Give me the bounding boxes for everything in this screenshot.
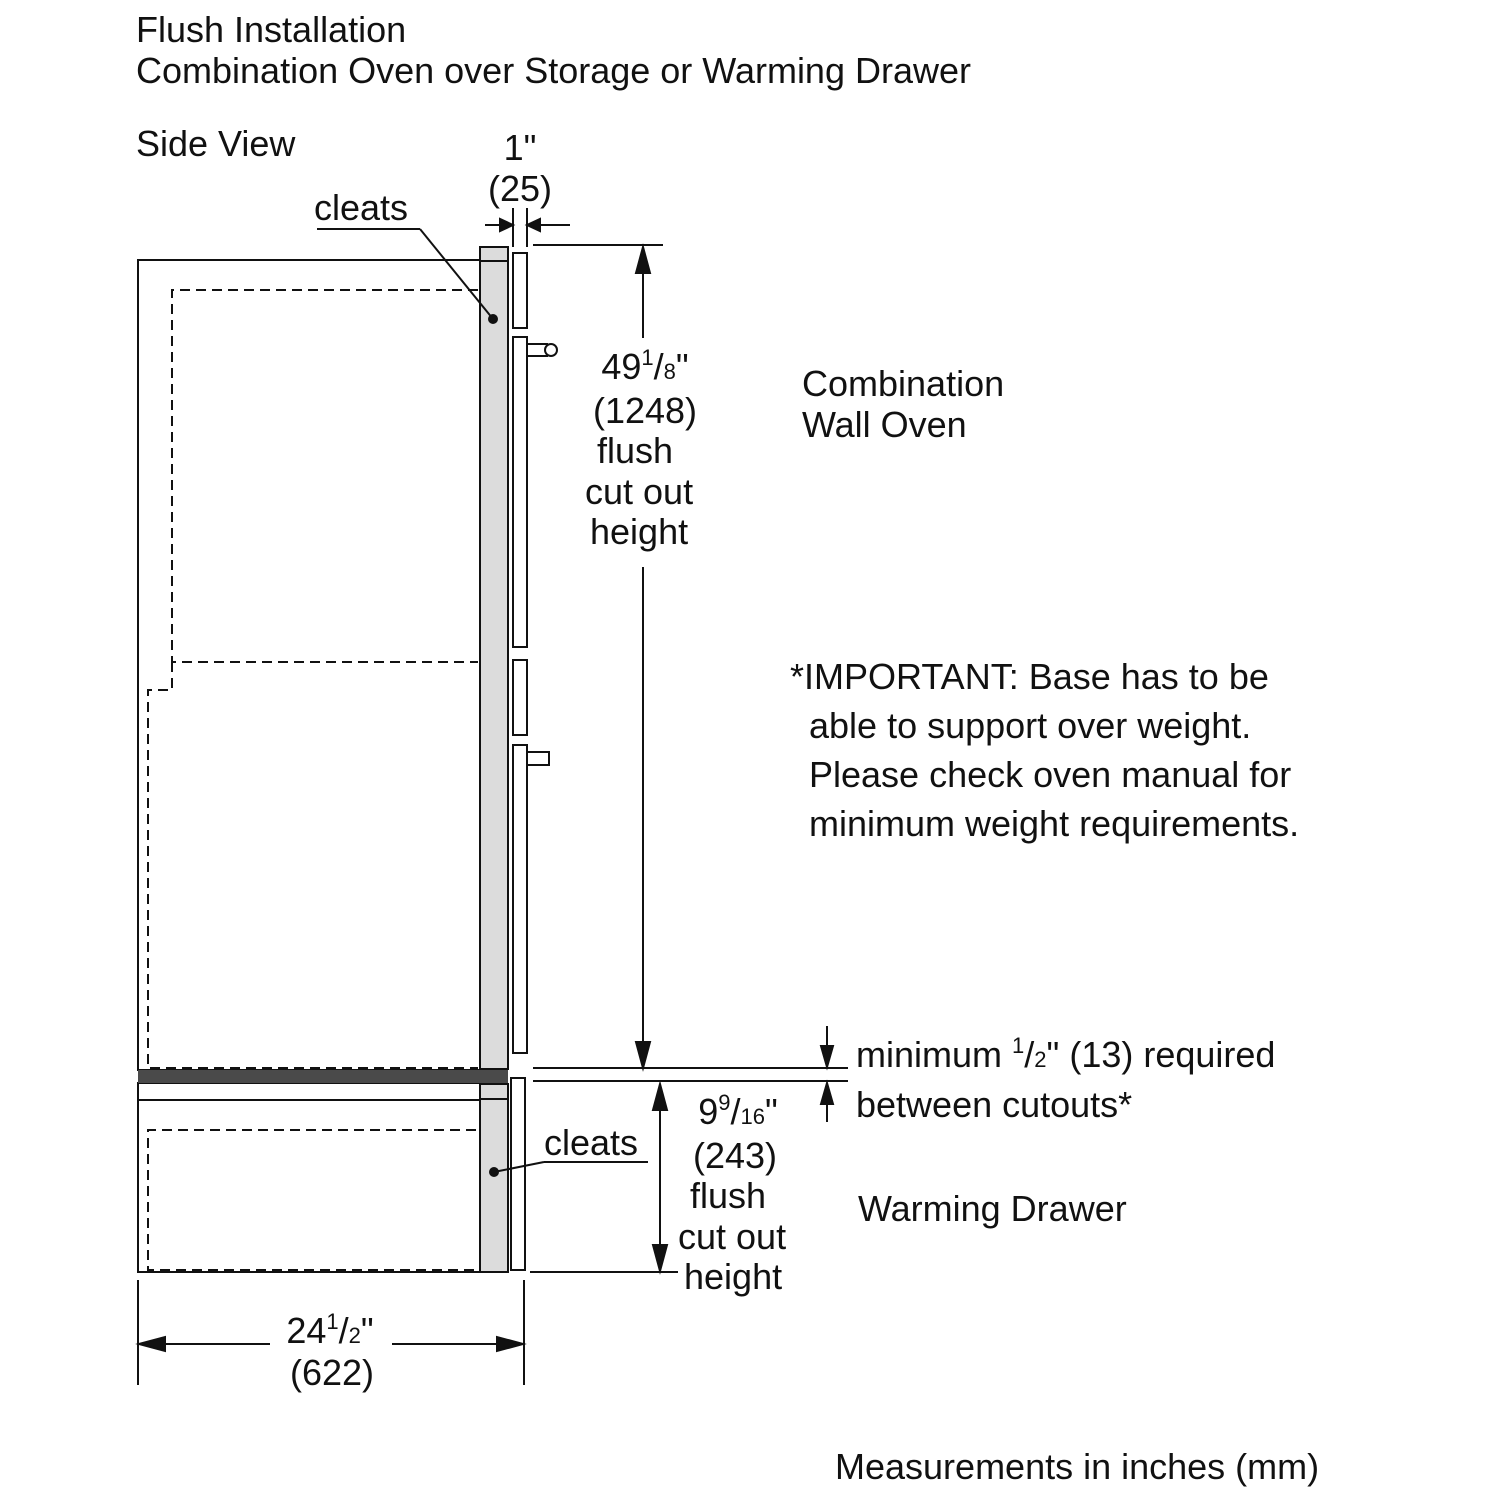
oven-cutout-caption-3: height [590,511,689,552]
arrow-up-gap [819,1079,835,1105]
view-label: Side View [136,123,296,164]
drawer-cutout-caption-3: height [684,1256,783,1297]
oven-body-dashed [171,289,478,663]
drawer-cutout-caption-1: flush [690,1175,767,1216]
drawer-door [510,1077,526,1271]
cabinet-lower-outline [137,1082,480,1273]
door-middle-panel [512,659,528,736]
important-note-line-1: *IMPORTANT: Base has to be [790,656,1269,697]
oven-front-panel [479,246,509,1070]
arrow-up-drawer [651,1080,669,1111]
units-note: Measurements in inches (mm) [835,1446,1320,1487]
combination-oven-label-2: Wall Oven [802,404,967,445]
combination-oven-label-1: Combination [802,363,1005,404]
important-note-line-4: minimum weight requirements. [809,803,1300,844]
warming-drawer-label: Warming Drawer [858,1188,1127,1229]
drawer-front-panel [479,1083,509,1273]
cabinet-depth-mm: (622) [289,1352,375,1393]
cabinet-depth-inches: 241/2" [286,1309,374,1351]
shelf [138,1070,508,1083]
arrow-up-oven [634,243,652,274]
oven-lower-dashed [147,662,478,1069]
page-title: Flush Installation [136,9,407,50]
important-note-line-3: Please check oven manual for [809,754,1292,795]
arrow-down-drawer [651,1244,669,1275]
oven-cutout-caption-1: flush [597,430,674,471]
door-lower [512,744,528,1054]
panel-depth-mm: (25) [487,168,553,209]
arrow-down-gap [819,1045,835,1071]
cleats-label-top: cleats [314,187,409,228]
handle-upper-knob [544,343,558,357]
panel-depth-inches: 1" [503,127,537,168]
gap-line-2: between cutouts* [856,1084,1133,1125]
oven-cutout-inches: 491/8" [601,345,689,387]
oven-cutout-caption-2: cut out [585,471,694,512]
cleats-label-bottom: cleats [544,1122,639,1163]
drawer-cutout-caption-2: cut out [678,1216,787,1257]
arrow-down-oven [634,1041,652,1072]
important-note-line-2: able to support over weight. [809,705,1252,746]
oven-cutout-mm: (1248) [592,390,698,431]
door-upper [512,336,528,648]
page-subtitle: Combination Oven over Storage or Warming… [136,50,971,91]
drawer-cutout-mm: (243) [692,1135,778,1176]
drawer-body-dashed [147,1129,476,1271]
cleat-dot-top [488,314,498,324]
cabinet-upper-outline [137,259,480,1071]
door-control-panel [512,252,528,329]
gap-line-1: minimum 1/2" (13) required [856,1033,1276,1075]
arrow-left-depth [135,1335,166,1353]
handle-lower [526,751,550,766]
cleat-dot-bottom [489,1167,499,1177]
drawer-cutout-inches: 99/16" [698,1090,778,1132]
arrow-right-depth [496,1335,527,1353]
